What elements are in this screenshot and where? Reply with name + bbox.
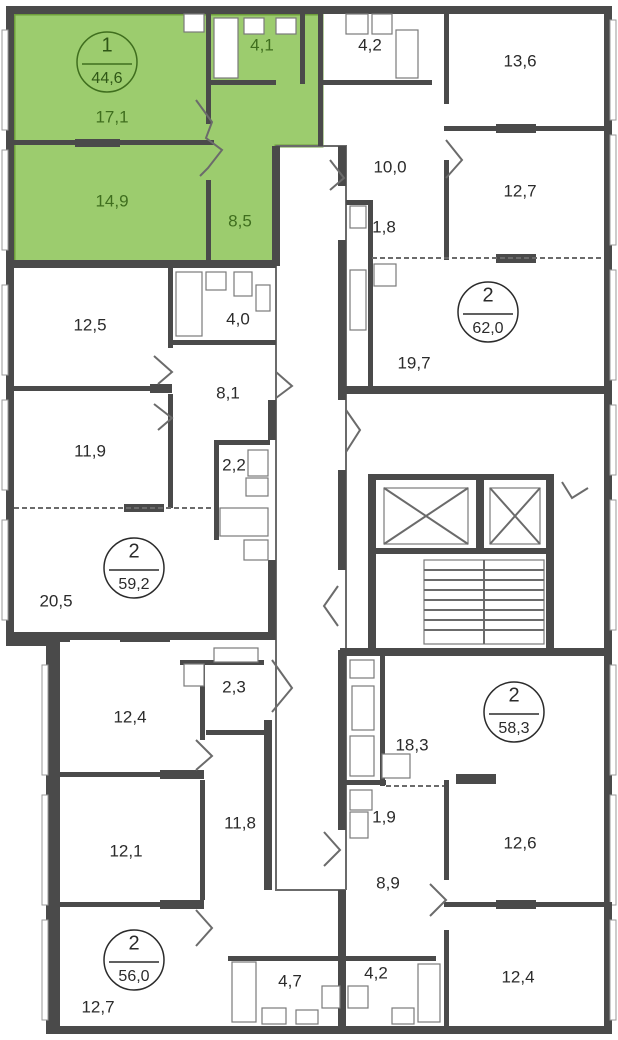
room-area-label: 1,9 [372, 807, 396, 826]
apartment-badge[interactable]: 2 59,2 [103, 537, 165, 599]
room-area-label: 19,7 [397, 353, 430, 372]
stair-elevator-core [340, 474, 612, 656]
room-area-label: 12,1 [109, 841, 142, 860]
windows [1, 19, 617, 1021]
interior-walls-w [6, 268, 276, 642]
interior-walls-ne [322, 13, 612, 394]
apartment-area: 44,6 [91, 70, 122, 87]
apartment-area: 62,0 [472, 320, 503, 337]
apartment-badge[interactable]: 2 62,0 [457, 281, 519, 343]
room-area-label: 4,2 [358, 35, 382, 54]
door-swings [153, 99, 589, 947]
room-area-label: 18,3 [395, 735, 428, 754]
room-area-label: 14,9 [95, 191, 128, 210]
room-area-label: 4,1 [250, 35, 274, 54]
apartment-rooms: 2 [508, 684, 519, 706]
interior-walls-se [346, 656, 612, 1034]
corridor [264, 145, 347, 891]
room-area-label: 12,6 [503, 833, 536, 852]
room-area-label: 12,5 [73, 315, 106, 334]
room-area-label: 12,4 [113, 707, 146, 726]
room-area-label: 8,5 [228, 211, 252, 230]
room-area-label: 2,2 [222, 455, 246, 474]
interior-walls-nw [6, 13, 323, 268]
apartment-area: 56,0 [118, 968, 149, 985]
apartment-badge[interactable]: 1 44,6 [76, 31, 138, 93]
room-area-label: 4,0 [226, 309, 250, 328]
room-area-label: 11,9 [74, 441, 106, 460]
apartment-rooms: 1 [101, 34, 112, 56]
apartment-area: 59,2 [118, 576, 149, 593]
apartment-rooms: 2 [482, 284, 493, 306]
apartment-area: 58,3 [498, 720, 529, 737]
room-area-label: 17,1 [95, 107, 128, 126]
apartment-rooms: 2 [128, 540, 139, 562]
room-area-label: 2,3 [222, 677, 246, 696]
interior-walls-sw [60, 647, 346, 1034]
room-area-label: 4,7 [278, 971, 302, 990]
room-area-label: 12,7 [503, 181, 536, 200]
apartment-rooms: 2 [128, 932, 139, 954]
room-area-label: 12,4 [501, 967, 534, 986]
room-area-label: 10,0 [373, 157, 406, 176]
apartment-badge[interactable]: 2 58,3 [483, 681, 545, 743]
room-area-label: 12,7 [81, 997, 114, 1016]
stairs [423, 559, 545, 645]
room-area-label: 4,2 [364, 963, 388, 982]
room-area-label: 20,5 [39, 591, 72, 610]
outer-walls [6, 6, 612, 1034]
apartment-badge[interactable]: 2 56,0 [103, 929, 165, 991]
room-labels: 17,1 14,9 4,1 8,5 4,2 13,6 10,0 12,7 1,8… [39, 35, 536, 1016]
room-area-label: 11,8 [224, 813, 256, 832]
room-area-label: 8,1 [216, 383, 240, 402]
apartment-badges: 1 44,6 2 62,0 2 59,2 2 58,3 2 56,0 [76, 31, 545, 991]
room-area-label: 8,9 [376, 873, 400, 892]
room-area-label: 1,8 [372, 217, 396, 236]
room-area-label: 13,6 [503, 51, 536, 70]
